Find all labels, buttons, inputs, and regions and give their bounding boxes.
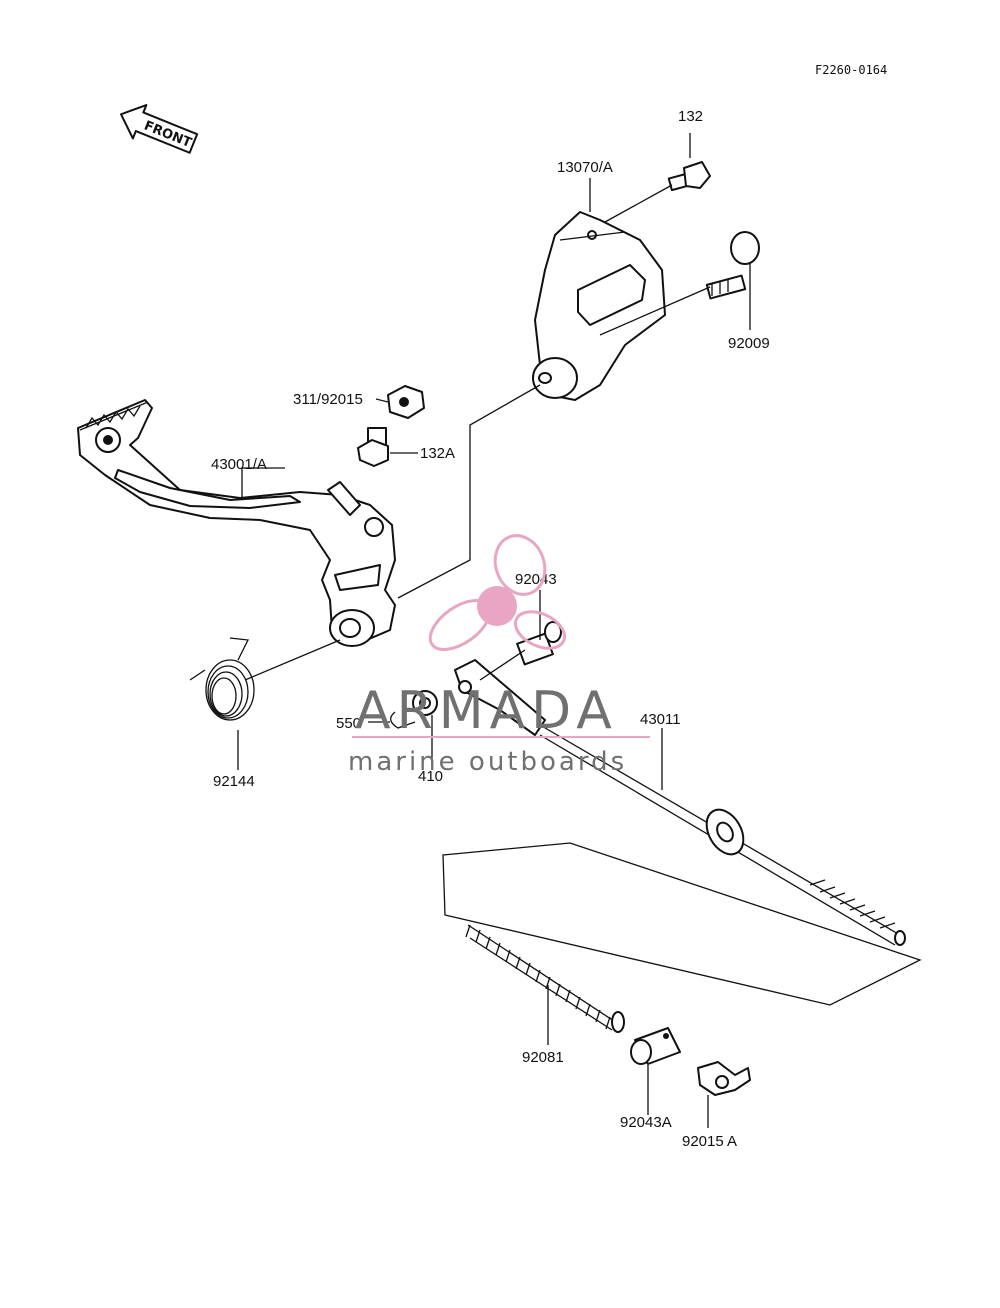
watermark-brand: ARMADA: [355, 681, 618, 741]
bolt-132-drawing: [667, 161, 711, 192]
spring-92144-drawing: [189, 637, 255, 721]
label-132: 132: [678, 108, 703, 125]
drawing-code: F2260-0164: [815, 63, 887, 77]
bolt-132a-drawing: [357, 427, 389, 467]
label-311-92015: 311/92015: [293, 391, 363, 408]
label-43011: 43011: [640, 711, 681, 728]
bracket-13070a-drawing: [532, 211, 666, 401]
pin-92043-drawing: [516, 621, 562, 666]
label-92043a: 92043A: [620, 1114, 672, 1131]
label-132a: 132A: [420, 445, 455, 462]
watermark-tagline: marine outboards: [348, 747, 627, 777]
label-43001a: 43001/A: [211, 456, 267, 473]
wing-nut-92015a-drawing: [697, 1061, 751, 1096]
washer-410-drawing: [412, 690, 438, 716]
label-410: 410: [418, 768, 443, 785]
rod-43011-drawing: [454, 659, 906, 946]
pedal-43001a-drawing: [77, 399, 396, 647]
collar-92043a-drawing: [630, 1027, 681, 1065]
nut-311-92015-drawing: [387, 385, 425, 419]
propeller-logo-icon: [428, 534, 567, 651]
label-92043: 92043: [515, 571, 557, 588]
cotter-pin-550-drawing: [390, 711, 416, 729]
label-13070a: 13070/A: [557, 159, 613, 176]
front-arrow-icon: FRONT: [120, 104, 199, 154]
label-92081: 92081: [522, 1049, 564, 1066]
label-550: 550: [336, 715, 361, 732]
bolt-92009-drawing: [705, 231, 760, 300]
spring-92081-drawing: [465, 924, 625, 1033]
leader-lines: [237, 133, 922, 1128]
label-92144: 92144: [213, 773, 255, 790]
label-92015a: 92015 A: [682, 1133, 737, 1150]
armada-watermark: ARMADA marine outboards: [348, 534, 650, 777]
label-92009: 92009: [728, 335, 770, 352]
